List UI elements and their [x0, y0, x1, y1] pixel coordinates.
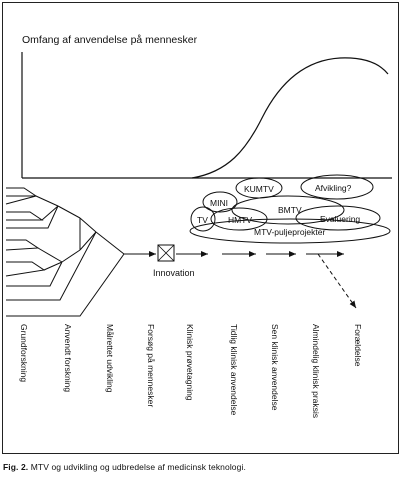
stage-label: Anvendt forskning [63, 324, 73, 392]
caption-text: MTV og udvikling og udbredelse af medici… [30, 462, 246, 472]
oval-bmtv [231, 195, 345, 225]
stage-label: Klinisk prøvetagning [185, 324, 195, 401]
stage-labels: Grundforskning Anvendt forskning Målrett… [19, 324, 363, 418]
oval-tv [190, 206, 216, 232]
stage-label: Forsøg på mennesker [146, 324, 156, 407]
caption-label: Fig. 2. [3, 462, 29, 472]
innovation-label: Innovation [153, 268, 195, 278]
figure-frame [2, 2, 399, 454]
oval-label-evaluering: Evaluering [320, 214, 360, 224]
stage-label: Grundforskning [19, 324, 29, 382]
oval-label-afvikling: Afvikling? [315, 183, 352, 193]
flow-arrows [124, 251, 357, 309]
chart-title: Omfang af anvendelse på mennesker [22, 34, 198, 46]
oval-label-kumtv: KUMTV [244, 184, 274, 194]
stage-label: Forældelse [353, 324, 363, 367]
oval-label-tv: TV [197, 215, 208, 225]
innovation-box [157, 244, 175, 262]
stage-label: Tidlig klinisk anvendelse [229, 324, 239, 416]
diagram-canvas: Omfang af anvendelse på mennesker [5, 34, 392, 418]
stage-label: Målrettet udvikling [105, 324, 115, 393]
oval-puljeprojekter [189, 218, 391, 244]
oval-label-bmtv: BMTV [278, 205, 302, 215]
oval-label-hmtv: HMTV [228, 215, 252, 225]
adoption-curve [191, 57, 389, 179]
figure-caption: Fig. 2. MTV og udvikling og udbredelse a… [3, 462, 246, 472]
oval-mini [202, 191, 238, 213]
oval-label-puljeprojekter: MTV-puljeprojekter [254, 227, 326, 237]
oval-label-mini: MINI [210, 198, 228, 208]
stage-label: Almindelig klinisk praksis [311, 324, 321, 418]
oval-evaluering [295, 205, 381, 231]
oval-afvikling [300, 174, 374, 200]
stage-label: Sen klinisk anvendelse [270, 324, 280, 411]
development-tree [5, 187, 125, 317]
hta-ovals [189, 174, 391, 244]
